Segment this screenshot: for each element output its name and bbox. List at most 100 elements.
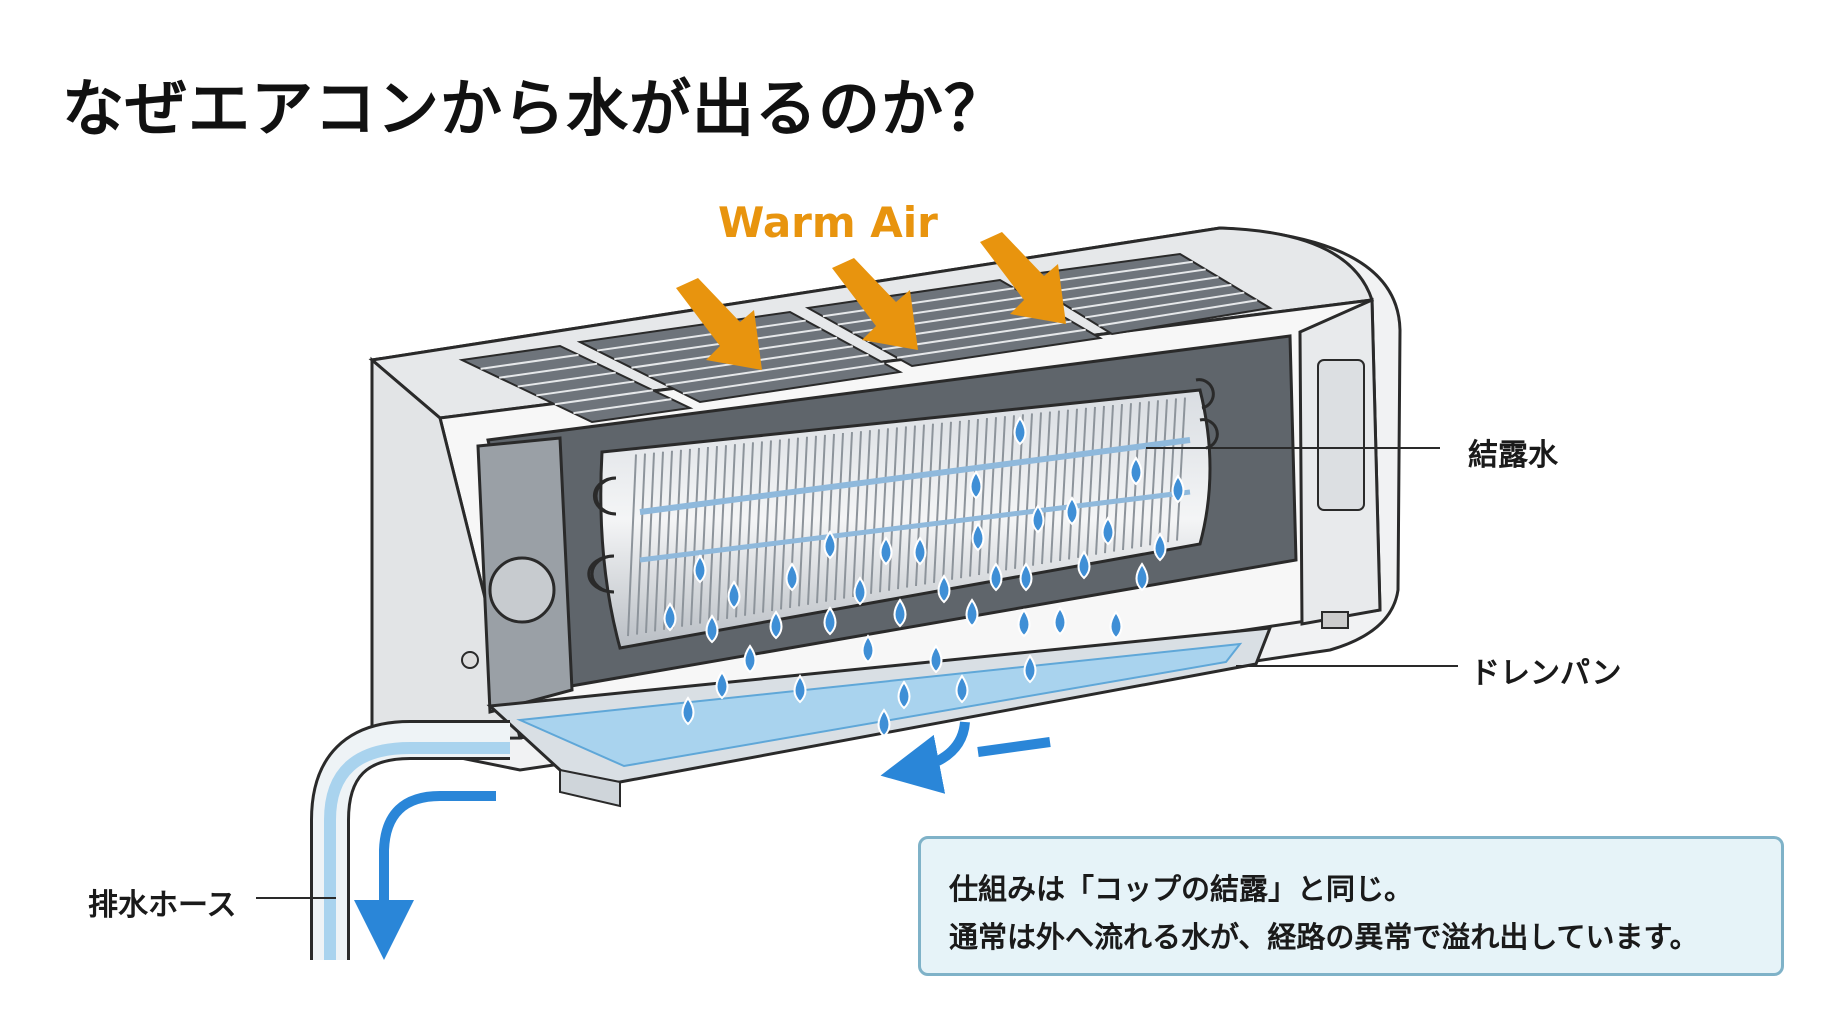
leader-lines (256, 447, 1458, 899)
water-droplet (877, 708, 891, 738)
left-end-cap (461, 436, 574, 714)
coil-fin (897, 426, 907, 590)
coil-fin (1077, 407, 1087, 558)
vent-slat (1044, 268, 1206, 294)
water-droplet (705, 614, 719, 644)
motor-hub (488, 556, 556, 624)
water-droplet (793, 674, 807, 704)
coil-fin (798, 436, 808, 607)
vent-slat (480, 353, 579, 370)
water-droplet (913, 536, 927, 566)
coil-fin (825, 433, 835, 602)
vent-slat (536, 380, 635, 397)
coil-blue-line-1 (639, 437, 1191, 515)
vent-slat (1058, 276, 1219, 302)
coil-fin (1023, 413, 1033, 568)
water-droplet (989, 562, 1003, 592)
vent-slat (665, 353, 869, 386)
coil-fin (987, 417, 997, 574)
vent-slat (1098, 299, 1258, 327)
water-droplet (1101, 516, 1115, 546)
water-droplet (693, 554, 707, 584)
coil-fin (1095, 405, 1105, 555)
warm-air-arrow (676, 278, 762, 370)
water-droplet (1129, 456, 1143, 486)
coil-fin (1086, 406, 1096, 557)
coil-fin (960, 419, 970, 579)
water-droplet (1153, 532, 1167, 562)
coil-fin (996, 416, 1006, 572)
water-droplet (1135, 562, 1149, 592)
coil-fin (636, 453, 646, 635)
label-drain-pan: ドレンパン (1470, 656, 1622, 691)
vent-slat (1071, 283, 1232, 311)
explanation-box: 仕組みは「コップの結露」と同じ。 通常は外へ流れる水が、経路の異常で溢れ出してい… (918, 836, 1784, 976)
vent-slat (499, 362, 598, 379)
vent-slat (554, 389, 653, 406)
coil-fin (1140, 401, 1150, 547)
coil-fin (1167, 398, 1177, 543)
water-droplet (1017, 608, 1031, 638)
coil-fin (879, 428, 889, 593)
coil-fin (933, 422, 943, 583)
coil-fin (708, 446, 718, 623)
page-title: なぜエアコンから水が出るのか？ (62, 72, 1008, 145)
coil-fin (627, 454, 637, 637)
warm-air-arrow (980, 232, 1066, 324)
vent-slat (597, 319, 806, 352)
warm-air-arrows (676, 232, 1066, 370)
coil-fin (843, 432, 853, 599)
coil-fin (1149, 400, 1159, 546)
coil-fin (1176, 397, 1186, 541)
coil-fin (870, 429, 880, 594)
coil-fin (924, 423, 934, 585)
vent-slat (822, 287, 1015, 318)
water-droplet (969, 470, 983, 500)
coil-fin (807, 435, 817, 605)
coil-fin (1050, 410, 1060, 563)
coil-fin (663, 450, 673, 630)
coil-fin (1005, 415, 1015, 571)
coil-fin (942, 421, 952, 582)
water-droplet (1065, 496, 1079, 526)
vent-slat (517, 371, 616, 388)
water-droplet (1023, 654, 1037, 684)
label-drain-hose: 排水ホース (88, 888, 237, 923)
water-droplet (743, 644, 757, 674)
water-droplet (769, 610, 783, 640)
vent-slat (837, 295, 1029, 326)
water-droplet (823, 606, 837, 636)
explanation-line-1: 仕組みは「コップの結露」と同じ。 (949, 872, 1414, 906)
coil-fin (645, 452, 655, 634)
coil-fin (654, 451, 664, 632)
water-droplet (1171, 474, 1185, 504)
water-droplet (929, 644, 943, 674)
water-droplet (1053, 606, 1067, 636)
water-droplet (893, 598, 907, 628)
coil-fin (672, 449, 682, 629)
vent-slat (682, 362, 885, 395)
water-droplet (663, 602, 677, 632)
water-droplet (937, 574, 951, 604)
water-droplet (897, 680, 911, 710)
coil-fin (699, 446, 709, 624)
water-droplet (955, 674, 969, 704)
vent-slat (573, 398, 672, 415)
warm-air-arrow (832, 258, 918, 350)
water-droplet (879, 536, 893, 566)
water-droplet (971, 522, 985, 552)
vent-slat (614, 328, 822, 361)
hose-water (324, 742, 510, 960)
drain-pan (486, 626, 1273, 808)
heat-exchanger-coil (587, 378, 1219, 650)
coil-fin (861, 430, 871, 596)
coil-fin (744, 442, 754, 616)
coil-fin (726, 444, 736, 619)
water-droplet (965, 598, 979, 628)
water-droplet (861, 634, 875, 664)
coil-fin (906, 425, 916, 588)
flow-arrow-hose (354, 791, 496, 960)
unit-left-side (370, 356, 522, 742)
coil-fin (717, 445, 727, 621)
